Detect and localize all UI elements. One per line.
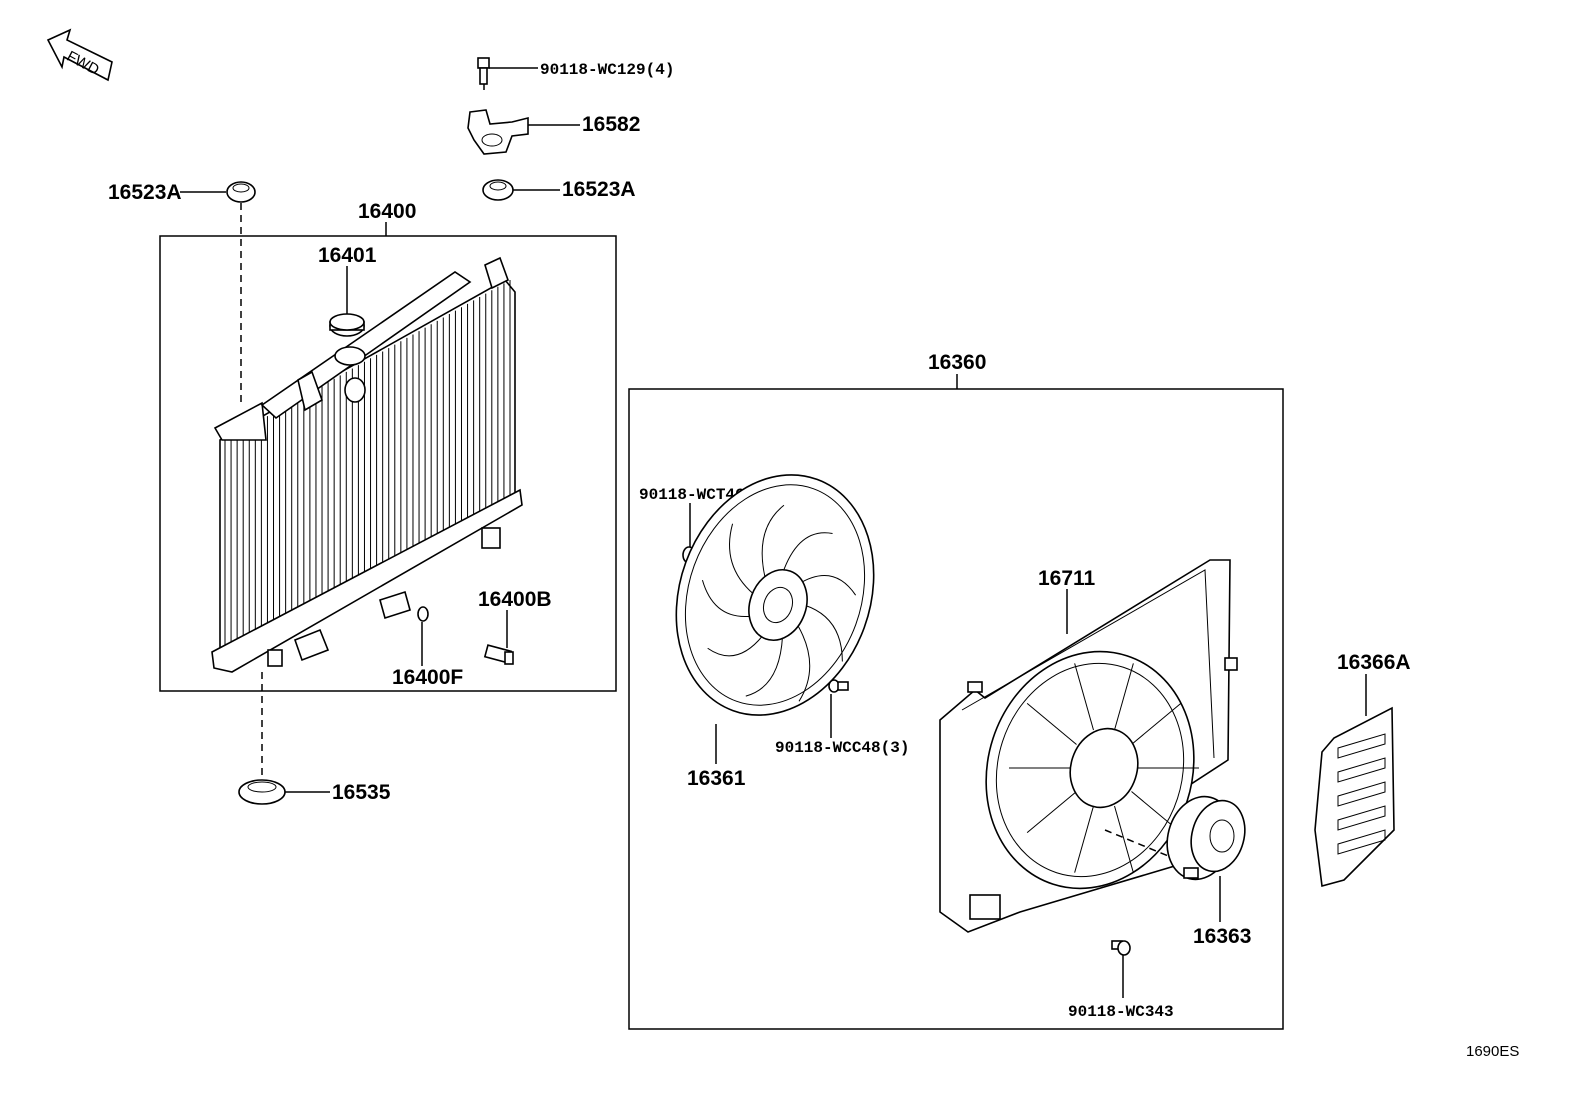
callout-bracket: 16582 xyxy=(582,113,640,136)
screw-icon xyxy=(828,679,849,693)
shroud-icon xyxy=(939,559,1238,933)
fan-icon xyxy=(675,474,875,716)
callout-bolt-top: 90118-WC129(4) xyxy=(540,61,674,79)
callout-o-ring: 16400F xyxy=(392,666,463,689)
motor-icon xyxy=(1166,795,1246,881)
callout-fan-assy: 16360 xyxy=(928,351,986,374)
callout-radiator-assy: 16400 xyxy=(358,200,416,223)
callout-shroud: 16711 xyxy=(1038,567,1096,590)
callout-nut-fan: 90118-WCT46 xyxy=(639,486,745,504)
o-ring-icon xyxy=(417,606,429,622)
radiator-cap-icon xyxy=(329,313,365,337)
radiator-icon xyxy=(211,256,523,673)
motor-bolt-icon xyxy=(1111,940,1131,956)
fwd-arrow-icon: FWD xyxy=(46,28,113,82)
callout-fan: 16361 xyxy=(687,767,746,790)
radiator-group-box xyxy=(159,235,617,692)
bolt-icon xyxy=(477,57,490,90)
seal-icon xyxy=(1314,706,1395,888)
callout-bolt-motor: 90118-WC343 xyxy=(1068,1003,1174,1021)
cushion-icon xyxy=(226,181,256,203)
callout-motor: 16363 xyxy=(1193,925,1251,948)
callout-radiator-cap: 16401 xyxy=(318,244,377,267)
callout-seal: 16366A xyxy=(1337,651,1411,674)
callout-cushion-left: 16523A xyxy=(108,181,182,204)
bracket-icon xyxy=(467,109,529,155)
drain-plug-icon xyxy=(483,644,514,665)
callout-lower-cushion: 16535 xyxy=(332,781,391,804)
callout-cushion-right: 16523A xyxy=(562,178,636,201)
lower-cushion-icon xyxy=(238,779,286,805)
fan-group-box xyxy=(628,388,1284,1030)
callout-drain-plug: 16400B xyxy=(478,588,552,611)
cushion-icon xyxy=(482,179,514,201)
callout-screw-fan: 90118-WCC48(3) xyxy=(775,739,909,757)
diagram-code: 1690ES xyxy=(1466,1043,1519,1060)
